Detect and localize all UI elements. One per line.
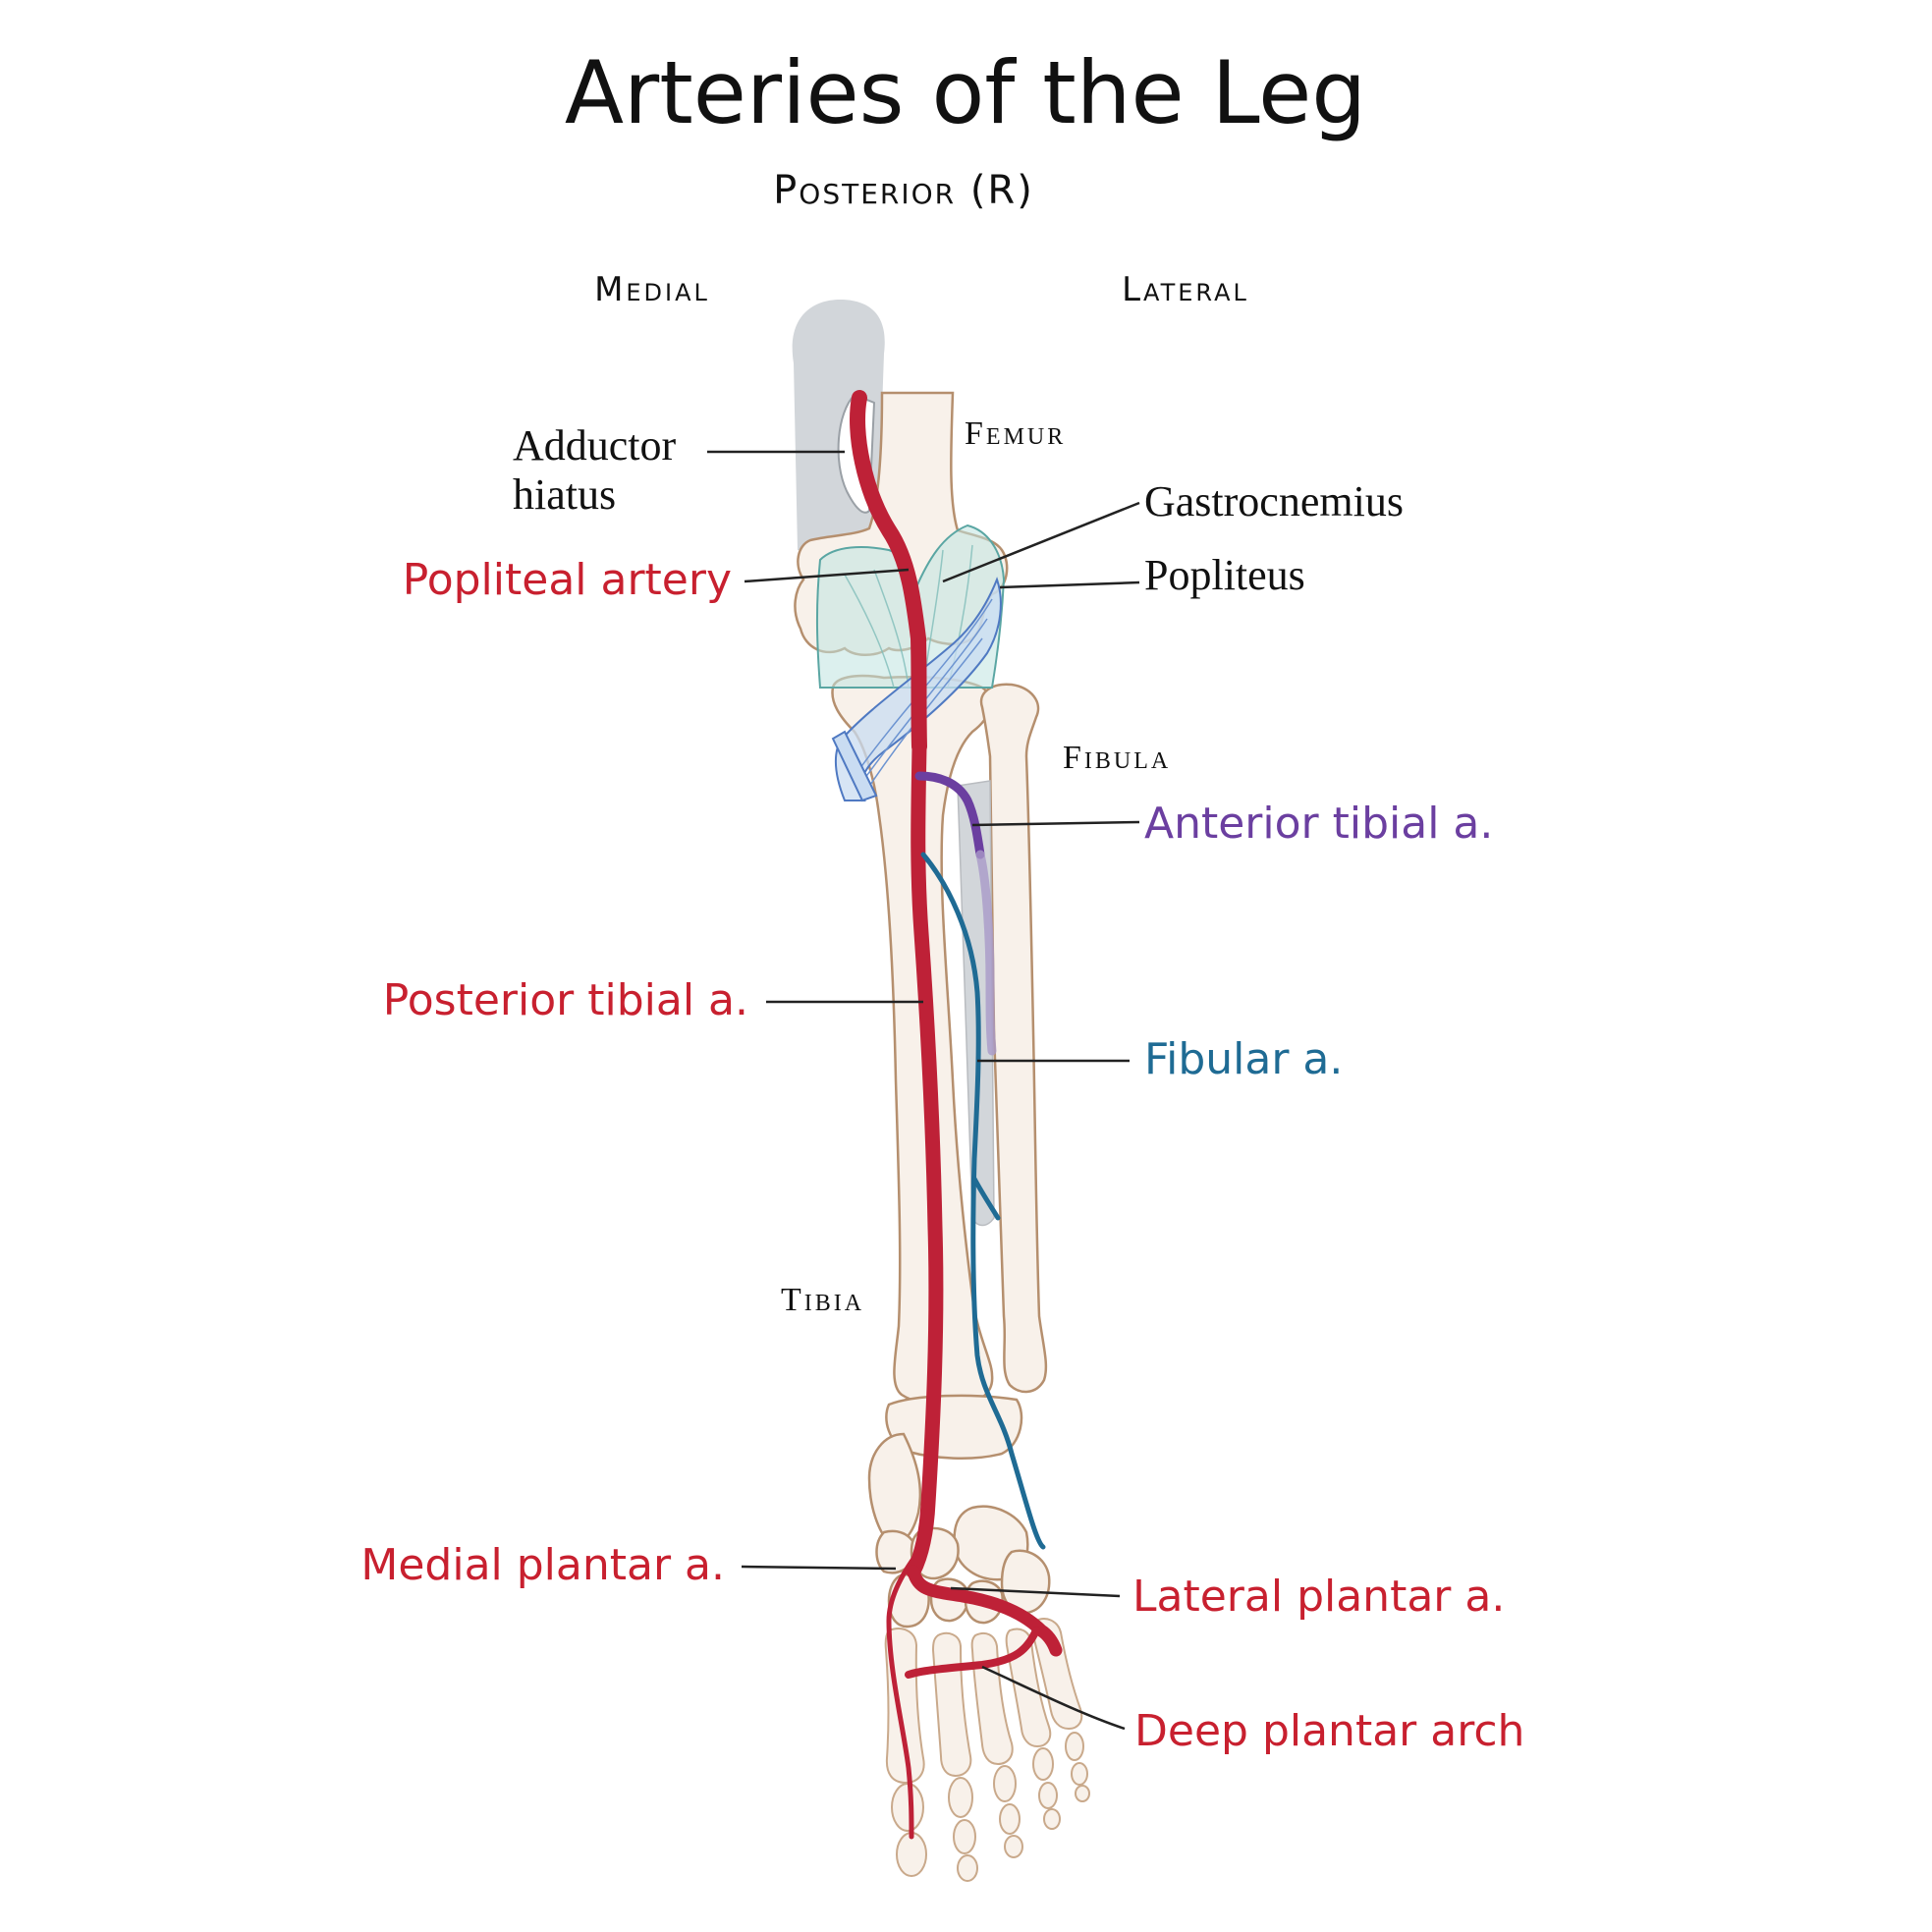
- label-posterior-tibial: Posterior tibial a.: [383, 975, 748, 1025]
- leader-popliteus: [999, 580, 1140, 589]
- label-medial-plantar: Medial plantar a.: [360, 1540, 725, 1590]
- label-fibula: Fibula: [1063, 740, 1171, 776]
- diagram-subtitle: Posterior (R): [773, 168, 1034, 213]
- gastrocnemius-fibers: [844, 544, 973, 689]
- phalanx-1b: [896, 1832, 927, 1877]
- label-adductor-hiatus-2: hiatus: [513, 470, 616, 519]
- leader-anterior-tibial: [971, 820, 1140, 827]
- posterior-tibial-artery: [906, 739, 944, 1579]
- label-popliteus: Popliteus: [1144, 551, 1305, 599]
- medial-plantar-artery: [886, 1549, 921, 1840]
- leader-medial-plantar: [741, 1565, 897, 1571]
- leader-lateral-plantar: [950, 1586, 1121, 1598]
- phalanx-2b: [953, 1819, 976, 1854]
- metatarsal-1: [884, 1628, 925, 1785]
- label-adductor-hiatus-1: Adductor: [513, 421, 677, 469]
- lateral-plantar-artery: [907, 1565, 1063, 1657]
- phalanx-1a: [891, 1783, 924, 1832]
- anterior-tibial-artery: [914, 771, 985, 859]
- metatarsal-3: [970, 1631, 1014, 1766]
- leader-popliteal-artery: [744, 568, 910, 583]
- popliteus-strap: [831, 730, 878, 802]
- label-tibia: Tibia: [781, 1282, 864, 1318]
- leader-deep-plantar-arch: [981, 1665, 1126, 1731]
- popliteus-fibers: [854, 598, 993, 795]
- label-fibular: Fibular a.: [1144, 1034, 1343, 1084]
- phalanx-2c: [957, 1854, 978, 1882]
- leader-gastrocnemius: [942, 501, 1140, 583]
- label-gastrocnemius: Gastrocnemius: [1144, 477, 1404, 525]
- label-popliteal-artery: Popliteal artery: [403, 555, 732, 605]
- metatarsal-2: [931, 1631, 972, 1778]
- diagram-title: Arteries of the Leg: [565, 42, 1366, 143]
- phalanx-4b: [1038, 1782, 1058, 1809]
- deep-plantar-arch: [905, 1627, 1040, 1679]
- phalanx-5b: [1071, 1762, 1088, 1786]
- fibular-artery: [920, 852, 1046, 1550]
- label-lateral-plantar: Lateral plantar a.: [1132, 1572, 1505, 1622]
- fibular-artery-branch: [971, 1176, 1001, 1221]
- label-femur: Femur: [965, 415, 1066, 452]
- phalanx-3a: [993, 1765, 1017, 1802]
- label-anterior-tibial: Anterior tibial a.: [1144, 799, 1493, 849]
- phalanx-4a: [1032, 1747, 1054, 1781]
- phalanx-5a: [1065, 1732, 1084, 1761]
- phalanx-2a: [948, 1777, 973, 1818]
- phalanx-3c: [1004, 1835, 1023, 1858]
- tibia-bone: [831, 674, 994, 1407]
- lateral-orientation-label: Lateral: [1122, 270, 1249, 309]
- medial-orientation-label: Medial: [594, 270, 710, 309]
- foot-bones: [867, 1394, 1090, 1882]
- phalanx-3b: [999, 1803, 1021, 1835]
- anterior-tibial-continuation: [975, 850, 997, 1056]
- label-deep-plantar-arch: Deep plantar arch: [1134, 1706, 1524, 1756]
- phalanx-5c: [1075, 1785, 1090, 1802]
- phalanx-4c: [1043, 1808, 1061, 1830]
